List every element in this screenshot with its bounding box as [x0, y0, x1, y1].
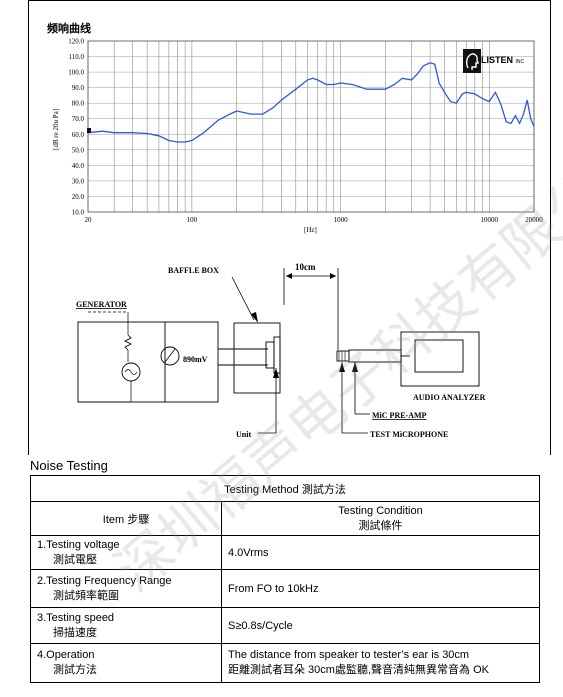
table-row: 2.Testing Frequency Range 測試頻率範圍 From FO …: [30, 569, 540, 608]
y-tick-label: 120.0: [68, 38, 84, 46]
logo-name: LISTEN: [481, 55, 514, 65]
unit-label: Unit: [236, 430, 251, 439]
start-marker: [87, 128, 91, 133]
response-curve: [87, 62, 535, 143]
condition-cell: From FO to 10kHz: [221, 569, 540, 608]
item-en: 4.Operation: [37, 649, 95, 661]
y-tick-label: 20.0: [72, 193, 85, 201]
speaker-unit: [265, 341, 275, 369]
mic-preamp-label: MiC PRE-AMP: [372, 411, 427, 420]
condition-value: S≥0.8s/Cycle: [228, 619, 293, 632]
listen-head-icon: [463, 49, 481, 73]
table-header: Testing Method 測試方法: [30, 475, 540, 502]
item-cell: 1.Testing voltage 測試電壓: [30, 535, 222, 570]
condition-value-zh: 距離測試者耳朵 30cm處監聽,聲音清純無異常音為 OK: [228, 664, 489, 676]
item-en: 3.Testing speed: [37, 611, 115, 624]
y-tick-label: 110.0: [69, 53, 85, 61]
condition-header-zh: 測試條件: [358, 519, 403, 532]
y-tick-label: 100.0: [68, 69, 84, 77]
y-tick-label: 40.0: [72, 162, 85, 170]
item-en: 1.Testing voltage: [37, 538, 120, 551]
voltmeter-symbol: [160, 346, 180, 366]
voltage-label: 890mV: [183, 355, 208, 364]
item-en: 2.Testing Frequency Range: [37, 574, 172, 587]
distance-label: 10cm: [295, 262, 316, 272]
item-cell: 4.Operation 測試方法: [30, 643, 222, 683]
y-tick-label: 50.0: [72, 146, 85, 154]
condition-value: The distance from speaker to tester’s ea…: [228, 649, 470, 661]
baffle-box: [233, 322, 281, 394]
item-cell: 3.Testing speed 掃描速度: [30, 607, 222, 644]
logo-suffix: INC: [515, 59, 525, 65]
item-column-header: Item 步驟: [30, 501, 222, 536]
page-frame-right: [550, 0, 551, 455]
condition-column-header: Testing Condition 測試條件: [221, 501, 540, 536]
section-title: Noise Testing: [30, 458, 108, 473]
baffle-box-label: BAFFLE BOX: [168, 266, 219, 275]
x-tick-label: 1000: [334, 216, 349, 224]
testing-method-table: Testing Method 測試方法 Item 步驟 Testing Cond…: [30, 475, 540, 683]
y-tick-label: 30.0: [72, 177, 85, 185]
x-tick-label: 20: [85, 216, 93, 224]
mic-preamp: [348, 349, 402, 363]
y-tick-label: 70.0: [72, 115, 85, 123]
y-tick-label: 10.0: [72, 209, 85, 217]
frequency-response-chart: 120.0 110.0 100.0 90.0 80.0 70.0 60.0 50.0 40.0 3…: [52, 38, 543, 235]
condition-cell: 4.0Vrms: [221, 535, 540, 570]
y-tick-label: 80.0: [72, 100, 85, 108]
listen-logo: [463, 49, 523, 73]
chart-title: 频响曲线: [47, 22, 91, 35]
table-row: 4.Operation 測試方法 The distance from speake…: [30, 643, 540, 683]
table-row: 1.Testing voltage 測試電壓 4.0Vrms: [30, 535, 540, 570]
condition-value: From FO to 10kHz: [228, 582, 319, 595]
generator-label: GENERATOR: [76, 300, 127, 309]
y-tick-label: 60.0: [72, 131, 85, 139]
page-frame-top: [28, 0, 550, 1]
generator-box: [77, 321, 219, 403]
item-zh: 測試方法: [53, 664, 97, 676]
x-tick-label: 10000: [480, 216, 498, 224]
item-zh: 測試電壓: [53, 553, 97, 566]
logo-text: LISTEN INC: [481, 55, 524, 65]
audio-analyzer: [400, 331, 480, 387]
test-setup-diagram: BAFFLE BOX 10cm GENERATOR 890mV Unit AUD…: [76, 262, 486, 439]
item-zh: 掃描速度: [53, 626, 97, 639]
item-zh: 測試頻率範圍: [53, 589, 119, 602]
audio-analyzer-label: AUDIO ANALYZER: [413, 393, 486, 402]
item-cell: 2.Testing Frequency Range 測試頻率範圍: [30, 569, 222, 608]
resistor-symbol: [124, 334, 132, 351]
condition-value: 4.0Vrms: [228, 546, 269, 559]
condition-header-en: Testing Condition: [338, 504, 423, 517]
analyzer-screen: [414, 339, 464, 373]
y-axis-label: [dB re 20u Pa]: [52, 109, 60, 150]
page-frame-left: [28, 0, 29, 455]
x-tick-label: 100: [187, 216, 198, 224]
x-tick-label: 20000: [525, 216, 543, 224]
test-microphone-label: TEST MiCROPHONE: [370, 430, 448, 439]
y-tick-label: 90.0: [72, 84, 85, 92]
condition-cell: S≥0.8s/Cycle: [221, 607, 540, 644]
x-axis-label: [Hz]: [304, 226, 317, 234]
table-row: 3.Testing speed 掃描速度 S≥0.8s/Cycle: [30, 607, 540, 644]
condition-cell: The distance from speaker to tester’s ea…: [221, 643, 540, 683]
